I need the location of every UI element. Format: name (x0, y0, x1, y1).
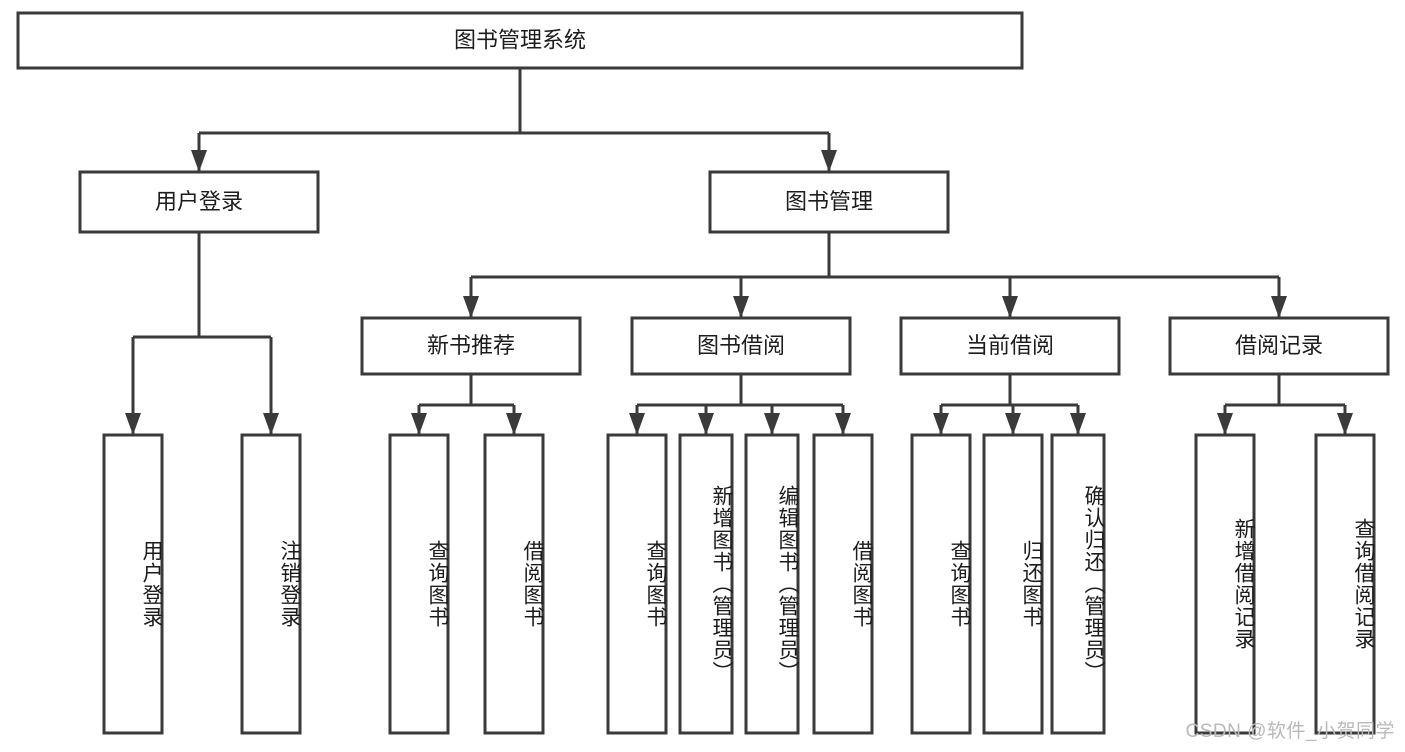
node-user-login-label: 用户登录 (155, 189, 243, 214)
node-new-book-recommend-label: 新书推荐 (427, 333, 515, 358)
node-book-manage[interactable] (708, 170, 950, 234)
node-user-login-rect[interactable] (78, 170, 320, 234)
node-root-label: 图书管理系统 (454, 27, 586, 52)
arrow-to-user-login (191, 150, 207, 172)
arrow-to-leaf-return-book (1005, 413, 1021, 435)
node-borrow-record[interactable] (1168, 316, 1390, 376)
node-leaf-confirm-return-rect[interactable] (1050, 433, 1106, 735)
node-borrow-record-rect[interactable] (1168, 316, 1390, 376)
node-leaf-add-record[interactable] (1194, 433, 1256, 735)
node-user-login[interactable] (78, 170, 320, 234)
arrow-to-leaf-confirm-return (1070, 413, 1086, 435)
arrow-to-leaf-query-book-1 (411, 413, 427, 435)
node-leaf-edit-book-rect[interactable] (744, 433, 800, 735)
node-leaf-confirm-return[interactable] (1050, 433, 1106, 735)
arrow-to-leaf-add-record (1217, 413, 1233, 435)
node-leaf-query-book-1-rect[interactable] (388, 433, 450, 735)
node-leaf-query-book-3-rect[interactable] (910, 433, 972, 735)
node-book-borrow-label: 图书借阅 (697, 333, 785, 358)
arrow-to-leaf-edit-book (764, 413, 780, 435)
node-leaf-return-book[interactable] (982, 433, 1044, 735)
arrow-to-book-borrow (733, 296, 749, 318)
node-leaf-query-record-rect[interactable] (1314, 433, 1376, 735)
arrow-to-leaf-query-book-3 (933, 413, 949, 435)
node-leaf-return-book-rect[interactable] (982, 433, 1044, 735)
arrow-to-leaf-logout (263, 413, 279, 435)
node-root-rect[interactable] (16, 11, 1024, 70)
watermark-text: CSDN @软件_小贺同学 (1185, 721, 1395, 742)
arrow-to-new-book-recommend (463, 296, 479, 318)
node-book-borrow[interactable] (630, 316, 852, 376)
node-new-book-recommend-rect[interactable] (360, 316, 582, 376)
arrow-to-leaf-query-book-2 (629, 413, 645, 435)
node-leaf-query-book-3[interactable] (910, 433, 972, 735)
node-borrow-record-label: 借阅记录 (1235, 333, 1323, 358)
arrow-to-leaf-borrow-book-2 (835, 413, 851, 435)
node-leaf-logout[interactable] (240, 433, 302, 735)
node-root[interactable] (16, 11, 1024, 70)
node-book-manage-label: 图书管理 (785, 189, 873, 214)
node-leaf-logout-rect[interactable] (240, 433, 302, 735)
node-leaf-query-book-2-rect[interactable] (606, 433, 668, 735)
node-leaf-query-book-1[interactable] (388, 433, 450, 735)
arrow-to-leaf-query-record (1337, 413, 1353, 435)
arrow-to-book-manage (821, 150, 837, 172)
node-current-borrow[interactable] (899, 316, 1121, 376)
node-leaf-query-book-2[interactable] (606, 433, 668, 735)
connector-layer (125, 68, 1353, 435)
node-leaf-borrow-book-2[interactable] (812, 433, 874, 735)
node-leaf-borrow-book-1-rect[interactable] (483, 433, 545, 735)
node-leaf-borrow-book-2-rect[interactable] (812, 433, 874, 735)
node-new-book-recommend[interactable] (360, 316, 582, 376)
node-current-borrow-label: 当前借阅 (966, 333, 1054, 358)
node-leaf-user-login[interactable] (102, 433, 164, 735)
arrow-to-current-borrow (1002, 296, 1018, 318)
node-book-manage-rect[interactable] (708, 170, 950, 234)
node-book-borrow-rect[interactable] (630, 316, 852, 376)
arrow-to-leaf-add-book (698, 413, 714, 435)
arrow-to-leaf-user-login (125, 413, 141, 435)
node-leaf-borrow-book-1[interactable] (483, 433, 545, 735)
arrow-to-borrow-record (1271, 296, 1287, 318)
node-leaf-edit-book[interactable] (744, 433, 800, 735)
node-current-borrow-rect[interactable] (899, 316, 1121, 376)
node-leaf-add-book[interactable] (678, 433, 734, 735)
node-leaf-user-login-rect[interactable] (102, 433, 164, 735)
node-leaf-add-book-rect[interactable] (678, 433, 734, 735)
arrow-to-leaf-borrow-book-1 (506, 413, 522, 435)
node-leaf-query-record[interactable] (1314, 433, 1376, 735)
node-leaf-add-record-rect[interactable] (1194, 433, 1256, 735)
